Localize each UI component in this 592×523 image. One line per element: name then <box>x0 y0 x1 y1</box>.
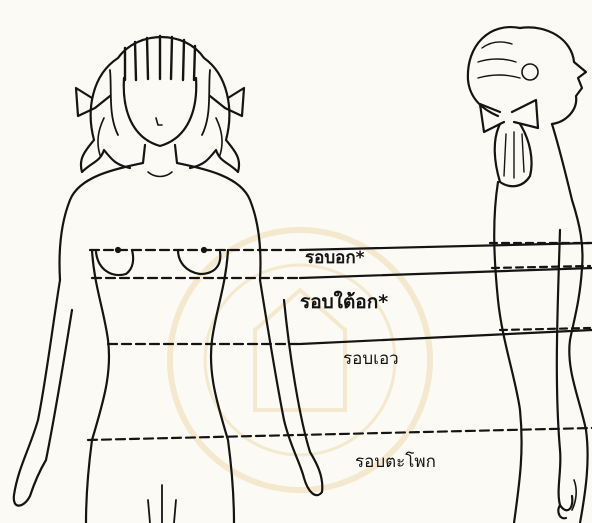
bust-label: รอบอก* <box>305 244 365 271</box>
side-hair <box>468 27 520 116</box>
waist-line <box>108 330 592 344</box>
hip-label: รอบตะโพก <box>355 448 436 475</box>
hip-line <box>88 428 592 440</box>
side-figure <box>468 27 588 523</box>
front-figure <box>14 36 323 523</box>
side-ribbon <box>480 100 538 132</box>
side-ponytail <box>495 124 532 186</box>
underbust-label: รอบใต้อก* <box>300 287 388 317</box>
front-face <box>124 78 196 146</box>
waist-label: รอบเอว <box>343 345 399 372</box>
